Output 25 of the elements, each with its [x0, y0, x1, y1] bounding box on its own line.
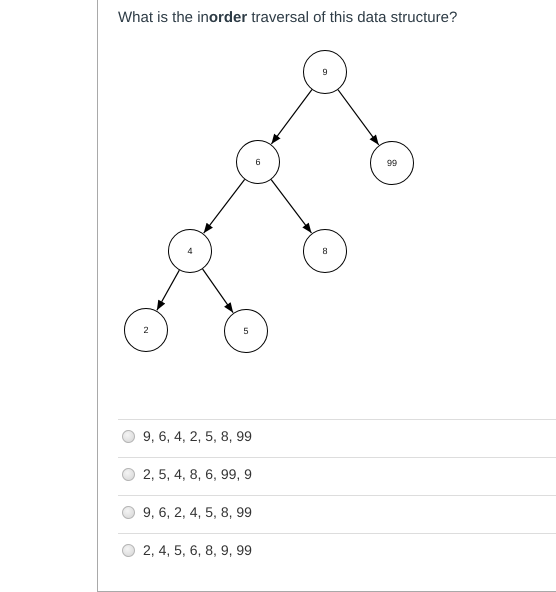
- node-value: 6: [255, 157, 260, 167]
- tree-node-circle: [303, 229, 347, 273]
- question-text: What is the inorder traversal of this data structure?: [118, 9, 458, 27]
- tree-node-circle: [236, 140, 280, 184]
- arrow: [203, 179, 246, 234]
- tree-node-circle: [303, 50, 347, 94]
- arrow: [338, 89, 380, 146]
- node-value: 5: [243, 326, 248, 336]
- tree-node-circle: [370, 141, 414, 185]
- node-value: 2: [143, 325, 148, 335]
- answer-option: 9, 6, 4, 2, 5, 8, 99: [143, 428, 252, 445]
- answer-option: 9, 6, 2, 4, 5, 8, 99: [143, 504, 252, 521]
- node-value: 4: [187, 246, 192, 256]
- node-value: 9: [322, 67, 328, 77]
- answer-option: 2, 5, 4, 8, 6, 99, 9: [143, 466, 252, 483]
- tree-node-circle: [168, 229, 212, 273]
- arrow: [156, 270, 180, 311]
- tree-node-circle: [124, 308, 168, 352]
- tree-node-circle: [224, 309, 268, 353]
- node-value: 99: [386, 158, 397, 168]
- answer-option: 2, 4, 5, 6, 8, 9, 99: [143, 542, 252, 559]
- node-value: 8: [322, 246, 328, 256]
- arrow: [270, 179, 312, 234]
- arrow: [270, 89, 312, 144]
- arrow: [202, 268, 234, 313]
